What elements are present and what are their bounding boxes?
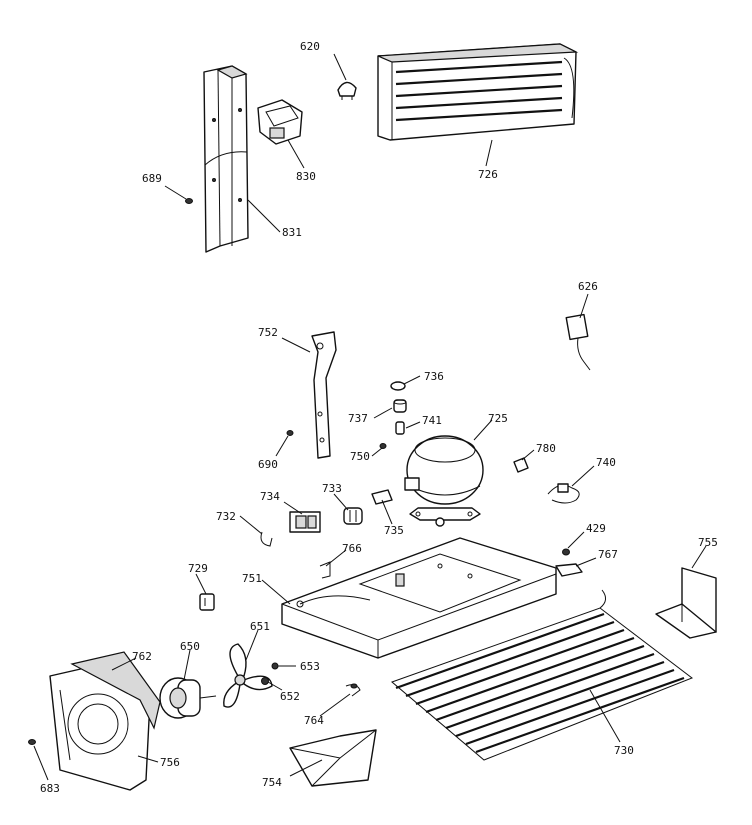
callout-780: 780 — [536, 442, 556, 455]
part-735-bracket — [371, 489, 393, 505]
callout-756: 756 — [160, 756, 180, 769]
part-831-channel — [203, 65, 249, 253]
part-830-relay — [257, 99, 303, 145]
callout-729: 729 — [188, 562, 208, 575]
callout-754: 754 — [262, 776, 282, 789]
callout-741: 741 — [422, 414, 442, 427]
callout-736: 736 — [424, 370, 444, 383]
callout-725: 725 — [488, 412, 508, 425]
callout-734: 734 — [260, 490, 280, 503]
part-650-fan-motor — [159, 677, 217, 719]
part-653-nut — [271, 662, 279, 670]
part-626-thermostat — [565, 313, 591, 371]
part-734-overload — [289, 511, 321, 533]
callout-733: 733 — [322, 482, 342, 495]
part-755-bracket — [655, 567, 717, 639]
part-429-screw — [562, 548, 570, 556]
callout-740: 740 — [596, 456, 616, 469]
part-766-clip — [319, 561, 331, 579]
callout-652: 652 — [280, 690, 300, 703]
callout-755: 755 — [698, 536, 718, 549]
part-737-grommet — [393, 399, 407, 413]
callout-651: 651 — [250, 620, 270, 633]
callout-650: 650 — [180, 640, 200, 653]
callout-726: 726 — [478, 168, 498, 181]
part-651-fan-blade — [223, 643, 273, 708]
callout-429: 429 — [586, 522, 606, 535]
part-729-clip — [199, 593, 215, 611]
callout-653: 653 — [300, 660, 320, 673]
part-733-relay — [343, 507, 363, 525]
part-732-clip — [260, 531, 273, 547]
callout-620: 620 — [300, 40, 320, 53]
part-740-cord — [547, 483, 580, 504]
part-726-condenser — [377, 43, 579, 141]
callout-735: 735 — [384, 524, 404, 537]
part-751-base-pan — [281, 537, 557, 659]
part-690-screw — [286, 430, 294, 436]
callout-830: 830 — [296, 170, 316, 183]
part-652-clip — [261, 677, 269, 685]
callout-689: 689 — [142, 172, 162, 185]
part-762-gasket — [70, 651, 161, 730]
part-689-screw — [185, 198, 193, 204]
callout-766: 766 — [342, 542, 362, 555]
callout-751: 751 — [242, 572, 262, 585]
part-736-grommet — [390, 381, 406, 391]
callout-752: 752 — [258, 326, 278, 339]
callout-762: 762 — [132, 650, 152, 663]
part-764-clip — [345, 683, 361, 697]
part-750-screw — [379, 443, 387, 449]
callout-626: 626 — [578, 280, 598, 293]
part-767-clip — [555, 563, 583, 577]
callout-690: 690 — [258, 458, 278, 471]
part-620-clip — [337, 81, 357, 100]
callout-683: 683 — [40, 782, 60, 795]
part-725-compressor — [404, 435, 484, 527]
callout-764: 764 — [304, 714, 324, 727]
part-683-screw — [28, 739, 36, 745]
part-741-sleeve — [395, 421, 405, 435]
callout-730: 730 — [614, 744, 634, 757]
leader-lines — [33, 53, 707, 781]
callout-732: 732 — [216, 510, 236, 523]
callout-767: 767 — [598, 548, 618, 561]
part-754-drip-tray — [289, 729, 377, 787]
callout-750: 750 — [350, 450, 370, 463]
part-780-clip — [513, 457, 529, 473]
part-730-evaporator-coil — [391, 589, 694, 761]
callout-737: 737 — [348, 412, 368, 425]
callout-831: 831 — [282, 226, 302, 239]
part-752-bracket — [311, 331, 337, 459]
